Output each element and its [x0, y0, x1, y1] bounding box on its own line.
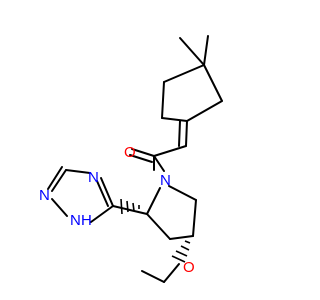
hash-line [175, 250, 188, 257]
triazole-ring [47, 166, 114, 223]
bond-exocyclic-double-b [178, 120, 181, 147]
bond-exocyclic-double-a [185, 120, 188, 147]
bond-c2-triazole [112, 205, 148, 215]
molecule-structure: O N N N N H O [39, 35, 223, 283]
hash-line [180, 245, 190, 251]
bond-c3-c4 [169, 235, 194, 240]
bond-ring-c4-c5 [203, 64, 223, 102]
atom-labels: O N N N N H O [39, 144, 195, 276]
pyrrolidine-nitrogen-label: N [160, 172, 171, 189]
carbonyl-bond [129, 148, 155, 163]
bond-triazole-c5-n1 [90, 205, 114, 223]
bond-n-c2 [146, 187, 161, 215]
bond-c2-c3 [146, 213, 171, 240]
bond-triazole-c5-n4 [100, 177, 114, 207]
carbonyl-oxygen-label: O [124, 144, 136, 161]
bond-o-methyl [163, 263, 180, 283]
bond-methyl-end [141, 270, 165, 283]
triazole-n4-label: N [88, 169, 99, 186]
bond-c5-c4 [192, 199, 197, 237]
bond-n-c5 [168, 185, 197, 201]
cyclohexylidene-ring [161, 35, 223, 122]
hash-line [171, 255, 186, 263]
stereo-hash-c4 [171, 240, 191, 263]
bond-vinyl-carbonyl [153, 145, 187, 157]
triazole-n2-label: N [39, 187, 50, 204]
bond-ring-c5-c6 [186, 100, 223, 122]
pyrrolidine-ring [146, 185, 197, 240]
triazole-nh-h-label: H [81, 212, 92, 229]
bond-triazole-n2-n1 [51, 198, 68, 217]
bond-triazole-c3-n2-dbl [47, 166, 63, 190]
bond-triazole-c5-n4-dbl [96, 180, 109, 207]
bond-carbonyl-to-n-draw [153, 155, 165, 172]
triazole-nh-label: N [70, 212, 81, 229]
ether-oxygen-label: O [183, 259, 195, 276]
bond-c-o-a [131, 148, 155, 157]
bond-triazole-n4-c3 [65, 169, 91, 174]
hash-line [120, 198, 123, 215]
enone-chain [153, 120, 188, 172]
bond-c-o-b [129, 154, 153, 163]
bond-ring-c4-c3 [163, 64, 205, 83]
bond-triazole-c3-n2 [51, 169, 67, 192]
bond-gem-methyl-2 [203, 35, 209, 66]
molecule-canvas: O N N N N H O [39, 35, 223, 283]
bond-ring-c3-c2 [161, 81, 165, 119]
bond-ring-c2-c1 [161, 117, 188, 122]
bond-gem-methyl-1 [179, 37, 205, 66]
hash-line [184, 240, 191, 244]
hash-line [132, 202, 135, 212]
